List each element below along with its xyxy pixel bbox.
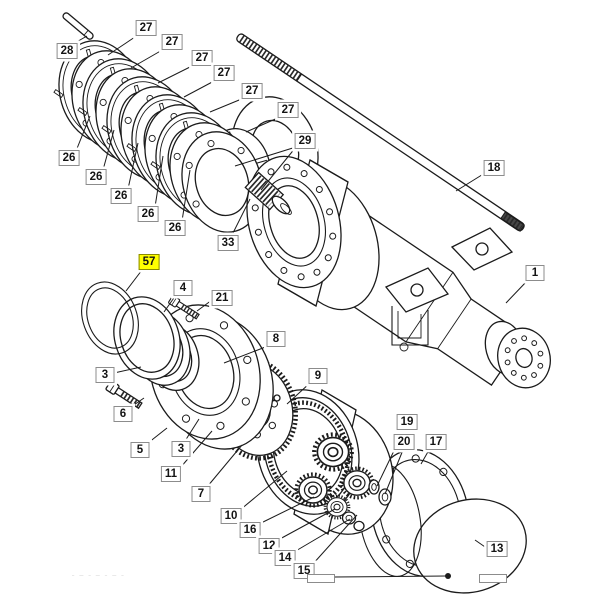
hub-carrier-assembly bbox=[81, 281, 527, 594]
part-label-27-5[interactable]: 27 bbox=[241, 83, 263, 99]
part-label-4[interactable]: 4 bbox=[173, 280, 193, 296]
part-label-28[interactable]: 28 bbox=[56, 43, 78, 59]
part-label-3-2[interactable]: 3 bbox=[171, 441, 191, 457]
hub-spline-shaft bbox=[244, 171, 292, 215]
part-label-17[interactable]: 17 bbox=[425, 434, 447, 450]
oring-57 bbox=[81, 281, 139, 355]
part-label-16[interactable]: 16 bbox=[239, 522, 261, 538]
part-label-20[interactable]: 20 bbox=[393, 434, 415, 450]
bearing-rings bbox=[113, 296, 200, 391]
part-label-partial-2[interactable] bbox=[479, 574, 507, 583]
part-label-26-5[interactable]: 26 bbox=[164, 220, 186, 236]
part-label-27-6[interactable]: 27 bbox=[277, 102, 299, 118]
part-label-12[interactable]: 12 bbox=[258, 538, 280, 554]
part-label-19[interactable]: 19 bbox=[396, 414, 418, 430]
part-label-29[interactable]: 29 bbox=[294, 133, 316, 149]
part-label-14[interactable]: 14 bbox=[274, 550, 296, 566]
footer-fragment: – — – — – — – bbox=[72, 572, 126, 577]
part-label-8[interactable]: 8 bbox=[266, 331, 286, 347]
part-label-26-1[interactable]: 26 bbox=[58, 150, 80, 166]
part-label-5[interactable]: 5 bbox=[130, 442, 150, 458]
part-label-9[interactable]: 9 bbox=[308, 368, 328, 384]
part-label-13[interactable]: 13 bbox=[486, 541, 508, 557]
part-label-27-1[interactable]: 27 bbox=[135, 20, 157, 36]
axle-housing bbox=[244, 155, 551, 389]
part-label-27-4[interactable]: 27 bbox=[213, 65, 235, 81]
part-label-3-1[interactable]: 3 bbox=[95, 367, 115, 383]
part-label-26-2[interactable]: 26 bbox=[85, 169, 107, 185]
part-label-33[interactable]: 33 bbox=[217, 235, 239, 251]
part-label-6[interactable]: 6 bbox=[113, 406, 133, 422]
part-label-26-3[interactable]: 26 bbox=[110, 188, 132, 204]
roll-pin bbox=[62, 12, 94, 40]
part-label-18[interactable]: 18 bbox=[483, 160, 505, 176]
part-label-21[interactable]: 21 bbox=[211, 290, 233, 306]
part-label-10[interactable]: 10 bbox=[220, 508, 242, 524]
part-label-15[interactable]: 15 bbox=[293, 563, 315, 579]
part-label-26-4[interactable]: 26 bbox=[137, 206, 159, 222]
part-label-partial-1[interactable] bbox=[307, 574, 335, 583]
part-label-11[interactable]: 11 bbox=[160, 466, 182, 482]
part-label-7[interactable]: 7 bbox=[191, 486, 211, 502]
axle-shaft bbox=[236, 33, 525, 232]
part-label-27-3[interactable]: 27 bbox=[191, 50, 213, 66]
part-label-57[interactable]: 57 bbox=[138, 254, 160, 270]
part-label-1[interactable]: 1 bbox=[525, 265, 545, 281]
part-label-27-2[interactable]: 27 bbox=[161, 34, 183, 50]
leader-lines bbox=[72, 34, 528, 578]
brake-drum-flange bbox=[246, 155, 380, 311]
